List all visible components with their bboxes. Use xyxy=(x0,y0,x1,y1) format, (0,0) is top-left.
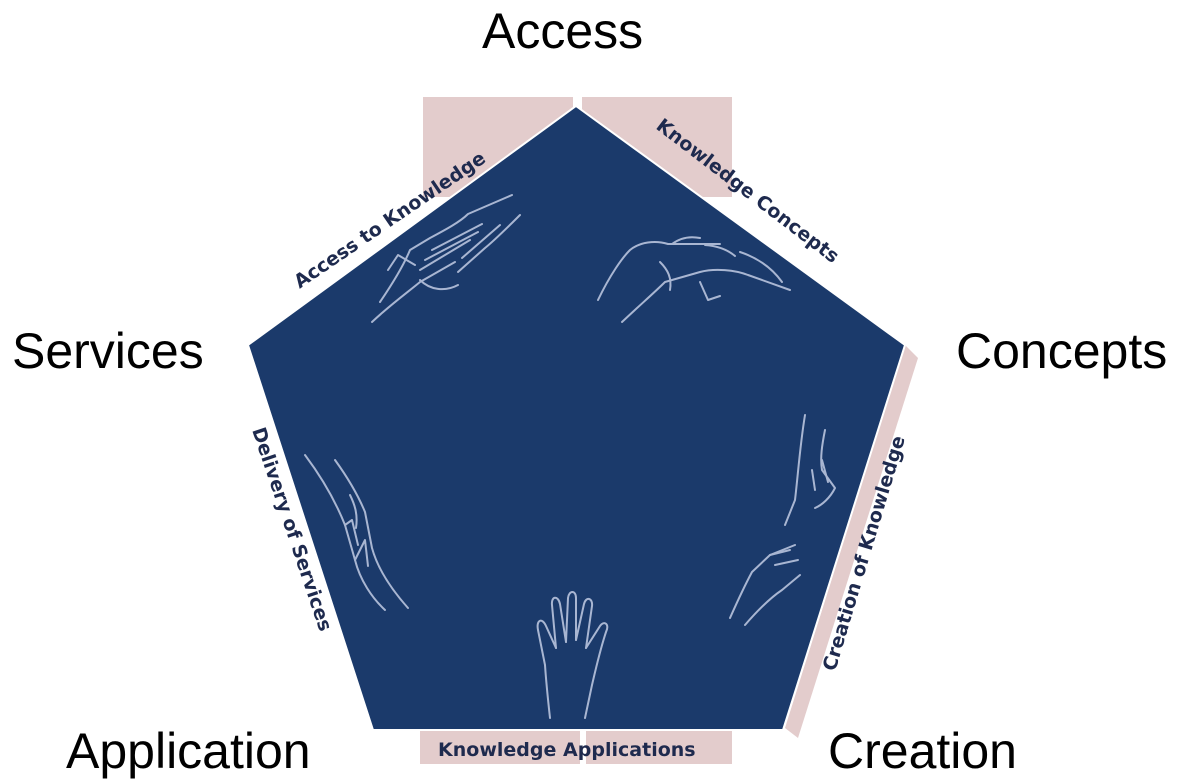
vertex-label-application: Application xyxy=(66,723,311,779)
vertex-label-services: Services xyxy=(12,323,204,379)
vertex-label-concepts: Concepts xyxy=(956,323,1168,379)
band-bottom-left xyxy=(420,728,580,764)
pointing-hands-icon xyxy=(597,236,791,323)
band-gap-bottom xyxy=(580,728,586,764)
background-bands xyxy=(420,97,918,764)
pentagon-shape xyxy=(246,104,907,731)
clasped-hands-icon xyxy=(304,454,409,611)
raised-hand-icon xyxy=(536,591,609,719)
touching-fingers-icon xyxy=(729,414,836,626)
edge-label-knowledge-applications: Knowledge Applications xyxy=(438,739,696,761)
band-right xyxy=(785,345,918,738)
reaching-hands-icon xyxy=(371,194,521,323)
vertex-label-access: Access xyxy=(482,3,644,59)
band-bottom-right xyxy=(586,728,732,764)
vertex-label-creation: Creation xyxy=(828,723,1017,779)
